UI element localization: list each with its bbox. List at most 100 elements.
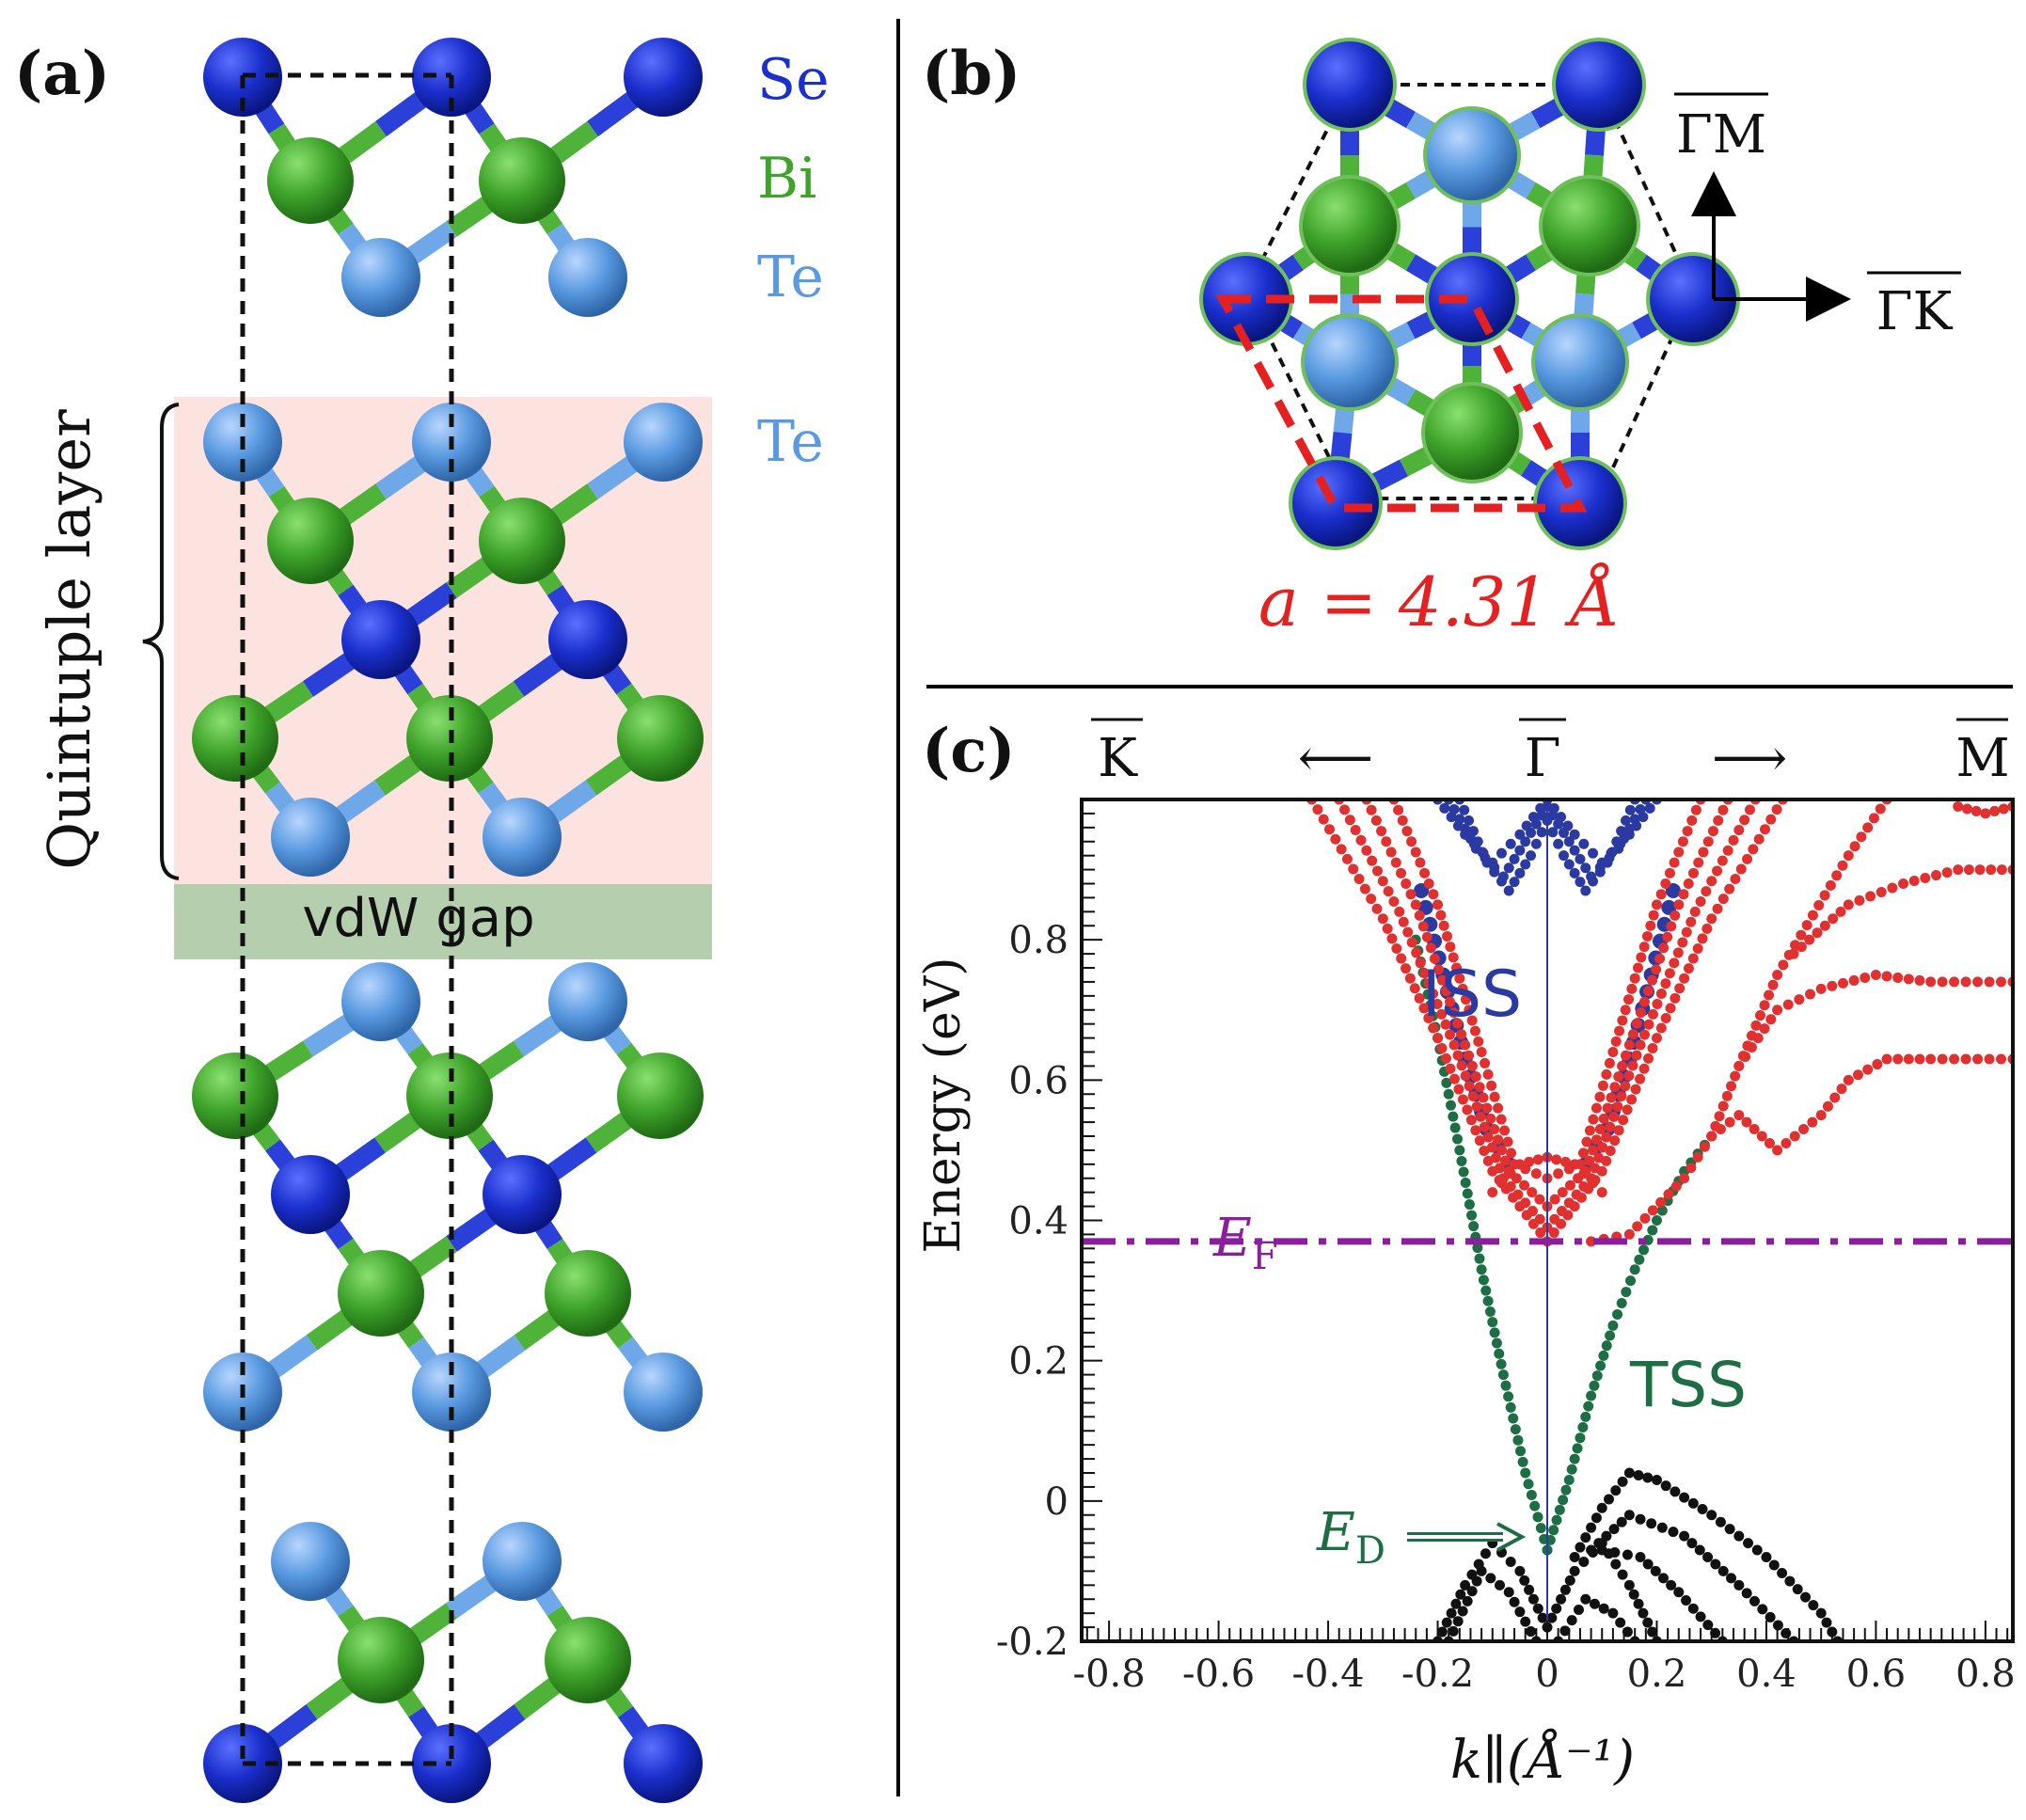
band-point [1815, 1110, 1827, 1121]
band-point [1761, 1552, 1772, 1562]
band-point [1530, 1168, 1542, 1179]
band-point [1440, 1052, 1451, 1064]
band-point [1622, 1104, 1633, 1116]
band-points [1306, 799, 2013, 1641]
tss-label: TSS [1629, 1349, 1747, 1421]
band-point [1572, 1443, 1583, 1454]
band-point [1428, 989, 1439, 1000]
band-point [1616, 1091, 1627, 1102]
band-point [1494, 1163, 1505, 1174]
band-point [1514, 829, 1526, 840]
band-point [1670, 1180, 1682, 1192]
band-point [1432, 964, 1444, 975]
band-point [1690, 804, 1702, 815]
band-point [1612, 1100, 1623, 1112]
band-point [1781, 1137, 1792, 1148]
band-point [1949, 1053, 1960, 1065]
band-point [1441, 1077, 1452, 1088]
band-point [1765, 1611, 1776, 1622]
band-point [1493, 1134, 1504, 1146]
surface-unit-cell [1215, 294, 1588, 513]
band-point [1480, 1548, 1491, 1559]
band-point [1526, 1489, 1537, 1500]
se-atom [1292, 460, 1379, 546]
band-point [1588, 1114, 1599, 1125]
band-point [1892, 972, 1904, 983]
band-point [1569, 1453, 1580, 1464]
band-point [1647, 1008, 1658, 1020]
band-point [1699, 1141, 1710, 1152]
band-point [1366, 894, 1377, 905]
band-point [1796, 929, 1807, 941]
band-point [1376, 826, 1387, 837]
band-point [1361, 845, 1372, 856]
band-point [1445, 996, 1456, 1007]
band-point [1341, 853, 1353, 864]
band-point [1436, 1008, 1448, 1020]
band-point [1476, 1047, 1487, 1057]
gamma-k-label: ΓK [1876, 281, 1954, 342]
band-point [1664, 968, 1675, 979]
band-point [1672, 947, 1684, 958]
band-point [1423, 978, 1434, 989]
band-point [1377, 913, 1388, 925]
band-point [1715, 1124, 1726, 1135]
band-point [1558, 827, 1569, 838]
band-point [1602, 857, 1613, 868]
band-point [1726, 1081, 1737, 1092]
band-point [1697, 1504, 1708, 1515]
band-point [1701, 886, 1712, 897]
te-atom [271, 798, 350, 877]
band-point [1714, 1111, 1725, 1122]
band-point [1822, 1100, 1833, 1112]
band-point [1509, 1596, 1520, 1607]
band-point [1635, 1007, 1646, 1019]
band-point [1749, 1124, 1760, 1135]
band-point [1410, 899, 1421, 910]
band-point [1471, 1575, 1482, 1587]
band-point [1496, 1178, 1507, 1189]
band-point [1792, 1584, 1803, 1595]
band-point [1371, 903, 1383, 914]
band-point [1623, 994, 1635, 1005]
te-atom [483, 1522, 562, 1601]
band-point [1509, 853, 1520, 864]
band-point [1643, 1019, 1654, 1030]
band-point [1996, 1053, 2007, 1065]
band-point [1724, 883, 1735, 894]
band-point [1772, 1005, 1783, 1016]
band-point [1609, 1082, 1621, 1093]
band-point [1602, 1102, 1613, 1114]
band-point [1687, 1603, 1699, 1614]
band-point [1937, 1053, 1948, 1065]
band-point [1613, 1071, 1624, 1083]
band-point [1606, 1092, 1617, 1103]
band-point [1549, 1213, 1560, 1225]
band-point [1687, 953, 1699, 964]
band-point [1448, 1039, 1460, 1051]
band-point [1647, 1042, 1658, 1053]
band-point [1772, 1145, 1783, 1156]
band-point [1423, 878, 1434, 889]
band-point [1620, 1005, 1631, 1016]
x-tick-label: 0.6 [1846, 1653, 1907, 1696]
bi-atom [338, 1617, 424, 1703]
y-tick-label: 0.6 [1008, 1059, 1068, 1102]
band-point [1596, 1502, 1607, 1513]
band-point [1607, 1607, 1619, 1619]
band-point [1448, 1007, 1460, 1019]
band-point [1558, 850, 1569, 862]
band-point [1490, 1152, 1501, 1163]
te-atom [624, 403, 703, 482]
band-point [1386, 933, 1398, 944]
band-point [1781, 1627, 1792, 1638]
band-point [1502, 1136, 1513, 1147]
crystal-side-view [192, 38, 704, 1803]
quintuple-layer-label: Quintuple layer [35, 409, 103, 870]
band-point [1692, 1151, 1703, 1163]
band-point [1953, 800, 1964, 812]
band-point [1611, 836, 1622, 847]
band-point [1750, 1020, 1762, 1031]
